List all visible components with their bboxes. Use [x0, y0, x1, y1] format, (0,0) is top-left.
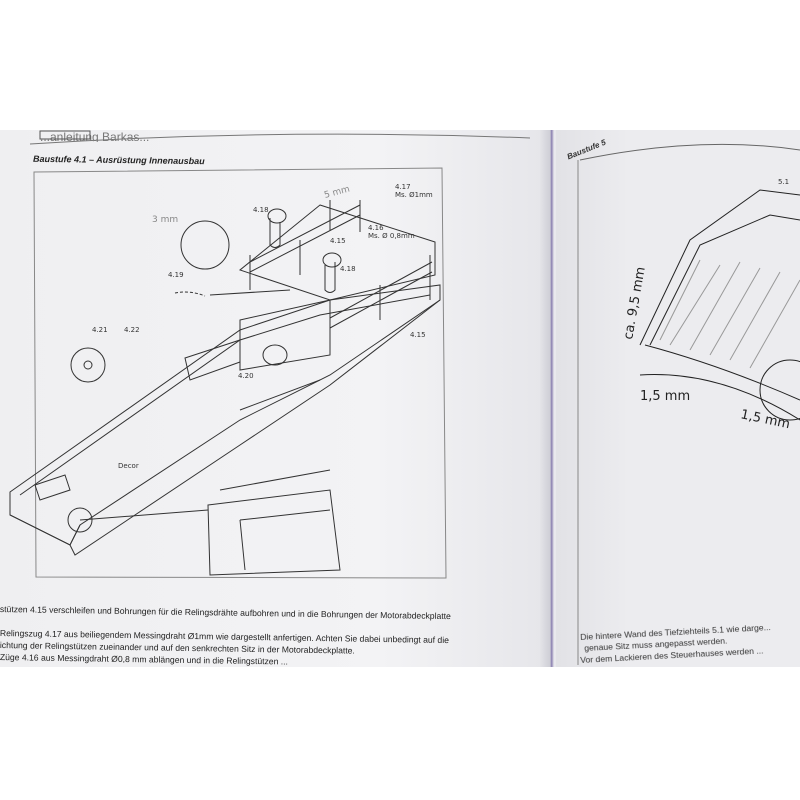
open-manual: ...anleitung Barkas... Baustufe 4.1 – Au…	[0, 130, 800, 667]
boat-hull-drawing	[9, 200, 441, 576]
svg-text:3 mm: 3 mm	[152, 215, 178, 225]
logo-icon	[39, 130, 91, 140]
svg-text:5 mm: 5 mm	[323, 184, 351, 200]
right-diagram-labels: 5.1 ca. 9,5 mm 1,5 mm 1,5 mm	[621, 178, 791, 432]
steering-wheel-icon	[70, 347, 106, 383]
svg-text:4.18: 4.18	[253, 206, 269, 214]
book-gutter	[540, 130, 560, 667]
lifebuoy-icon	[262, 344, 288, 366]
svg-text:4.17: 4.17	[395, 183, 411, 191]
svg-text:Ms. Ø1mm: Ms. Ø1mm	[395, 191, 433, 199]
background	[0, 667, 800, 800]
svg-text:4.18: 4.18	[340, 265, 356, 273]
svg-text:4.22: 4.22	[124, 326, 140, 334]
svg-text:4.21: 4.21	[92, 326, 108, 334]
svg-text:4.20: 4.20	[238, 372, 254, 380]
svg-text:ca. 9,5 mm: ca. 9,5 mm	[621, 266, 649, 341]
svg-text:Decor: Decor	[118, 462, 139, 470]
svg-text:4.15: 4.15	[410, 331, 426, 339]
svg-text:1,5 mm: 1,5 mm	[739, 407, 791, 432]
svg-text:1,5 mm: 1,5 mm	[640, 389, 690, 404]
svg-text:5.1: 5.1	[778, 178, 789, 186]
svg-text:Ms. Ø 0,8mm: Ms. Ø 0,8mm	[368, 232, 415, 240]
diagram-labels: 4.17 Ms. Ø1mm 4.16 Ms. Ø 0,8mm 4.18 4.18…	[92, 183, 433, 470]
diagram-frame	[33, 167, 447, 579]
wheelhouse-section-drawing	[639, 189, 800, 421]
svg-text:4.15: 4.15	[330, 237, 346, 245]
svg-text:4.16: 4.16	[368, 224, 384, 232]
svg-text:4.19: 4.19	[168, 271, 184, 279]
